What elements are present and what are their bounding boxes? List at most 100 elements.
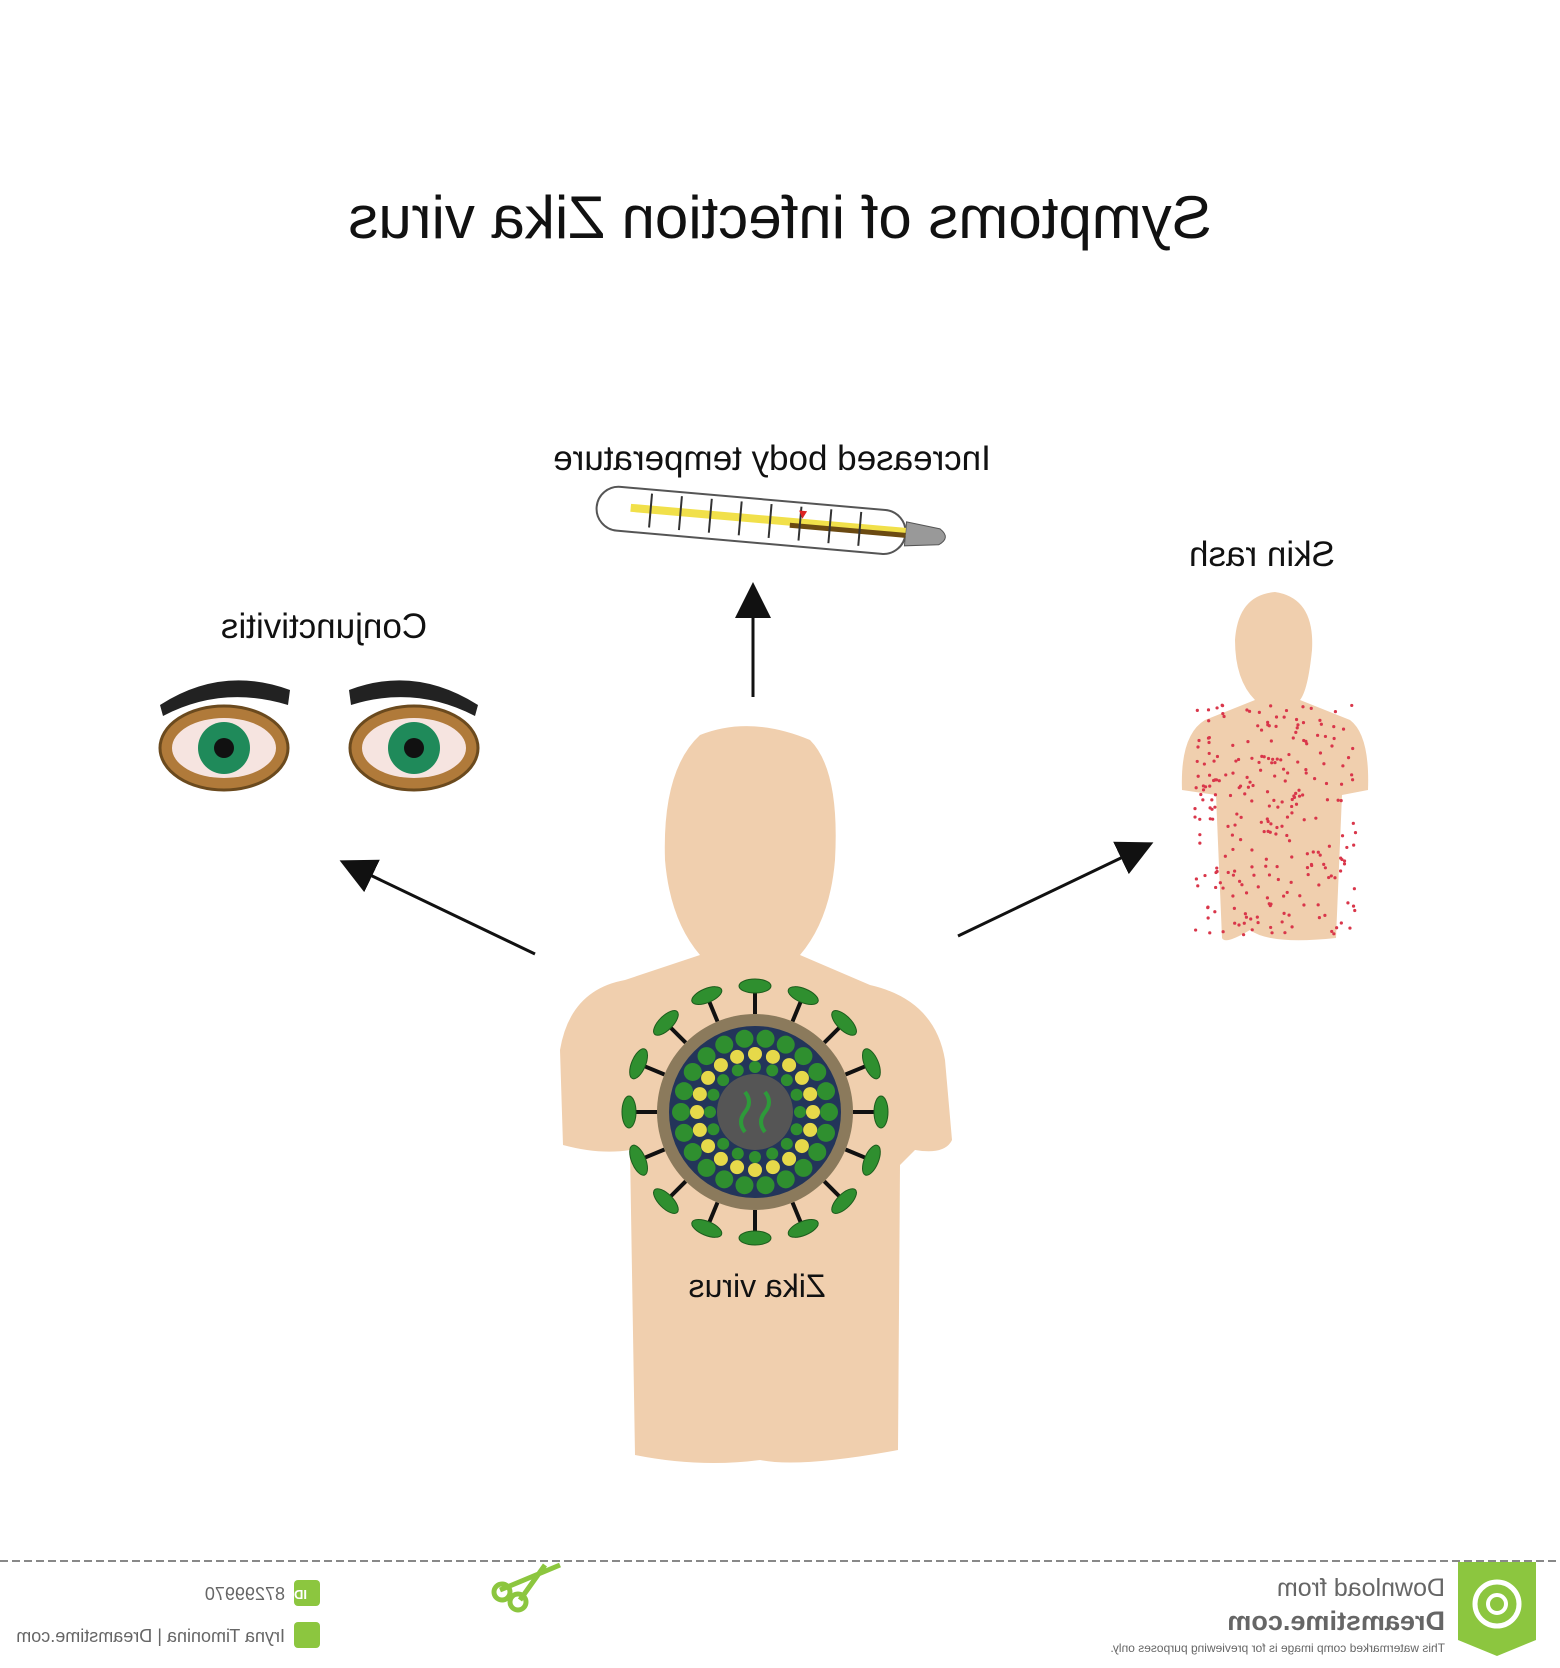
rash-dot (1232, 906, 1236, 910)
rash-dot (1309, 862, 1314, 867)
rash-dot (1305, 866, 1310, 870)
rash-dot (1283, 779, 1287, 783)
rash-dot (1206, 916, 1210, 920)
rash-dot (1250, 865, 1254, 869)
rash-dot (1353, 831, 1358, 835)
rash-dot (1243, 792, 1247, 796)
rash-dot (1264, 864, 1268, 868)
rash-dot (1265, 790, 1270, 794)
rash-dot (1250, 799, 1254, 803)
rash-dot (1223, 854, 1227, 858)
rash-dot (1290, 797, 1294, 802)
rash-dot (1239, 815, 1243, 819)
rash-dot (1272, 798, 1276, 802)
virus-particle (782, 1151, 797, 1166)
rash-dot (1262, 829, 1266, 834)
rash-dot (1332, 725, 1336, 729)
virus-spike (643, 1147, 666, 1160)
footer-brand: Dreamstime.com (1227, 1606, 1445, 1636)
virus-spike (844, 1064, 867, 1077)
virus-particle (730, 1160, 745, 1175)
rash-dot (1269, 902, 1273, 906)
rash-dot (1282, 715, 1286, 719)
id-badge-icon (294, 1580, 320, 1606)
virus-particle (776, 1170, 795, 1189)
virus-spike-tip (738, 1230, 772, 1246)
rash-dot (1339, 799, 1343, 803)
rash-dot (1262, 755, 1266, 759)
rash-dot (1244, 891, 1249, 895)
virus-particle (674, 1123, 693, 1142)
virus-particle (707, 1088, 720, 1101)
virus-spike (643, 1064, 666, 1077)
scissors-icon (491, 1562, 561, 1613)
rash-dot (1270, 761, 1274, 765)
rash-dot (1226, 870, 1230, 875)
rash-dot (1302, 818, 1306, 822)
rash-dot (1269, 704, 1273, 708)
virus-particle (735, 1029, 754, 1048)
rash-dot (1298, 894, 1302, 898)
rash-dot (1280, 824, 1284, 828)
rash-dot (1322, 862, 1326, 866)
rash-dot (1222, 714, 1226, 719)
virus-particle (794, 1047, 813, 1066)
virus-particle (748, 1047, 762, 1061)
rash-dot (1305, 852, 1309, 856)
rash-dot (1290, 811, 1294, 815)
rash-dot (1202, 762, 1206, 766)
virus-spike-tip (873, 1095, 889, 1129)
rash-dot (1252, 873, 1256, 877)
virus-particle (748, 1163, 762, 1177)
virus-particle (794, 1070, 809, 1085)
arrow-to-skin-rash (957, 841, 1154, 938)
rash-dot (1206, 708, 1211, 712)
rash-dot (1250, 848, 1254, 852)
rash-dot (1197, 738, 1201, 743)
rash-dot (1290, 804, 1294, 809)
rash-dot (1301, 793, 1305, 797)
rash-dot (1250, 928, 1254, 932)
rash-dot (1267, 873, 1272, 877)
rash-dot (1196, 774, 1200, 778)
rash-dot (1329, 874, 1333, 878)
rash-dot (1297, 788, 1301, 792)
rash-dot (1280, 920, 1284, 924)
virus-spike (668, 1179, 688, 1199)
rash-dot (1287, 752, 1291, 757)
rash-dot (1339, 856, 1343, 860)
rash-dot (1221, 886, 1225, 890)
virus-spike-tip (831, 1010, 857, 1036)
virus-particle (808, 1062, 827, 1081)
virus-particle (690, 1105, 704, 1119)
virus-particle (817, 1123, 836, 1142)
rash-dot (1264, 857, 1268, 861)
rash-dot (1255, 915, 1259, 919)
virus-spike-tip (862, 1144, 881, 1176)
rash-dot (1341, 764, 1345, 768)
rash-dot (1296, 760, 1300, 764)
rash-dot (1330, 929, 1334, 934)
rash-dot (1193, 807, 1197, 811)
virus-particle (730, 1049, 745, 1064)
virus-particle (766, 1064, 779, 1077)
dreamstime-logo (1458, 1562, 1536, 1656)
rash-dot (1352, 887, 1356, 891)
rash-dot (1266, 819, 1270, 824)
virus-particle (766, 1147, 779, 1160)
virus-spike-tip (629, 1048, 648, 1080)
rash-dot (1351, 821, 1355, 825)
rash-dot (1339, 782, 1344, 786)
rash-dot (1342, 862, 1347, 866)
rash-dot (1286, 771, 1290, 775)
virus-spike (790, 1201, 803, 1224)
rash-dot (1350, 703, 1354, 708)
rash-dot (1242, 921, 1246, 925)
rash-dot (1206, 736, 1211, 740)
rash-dot (1194, 877, 1198, 881)
rash-dot (1213, 793, 1218, 797)
rash-dot (1233, 869, 1237, 873)
virus-particle (756, 1029, 775, 1048)
rash-dot (1317, 916, 1321, 920)
